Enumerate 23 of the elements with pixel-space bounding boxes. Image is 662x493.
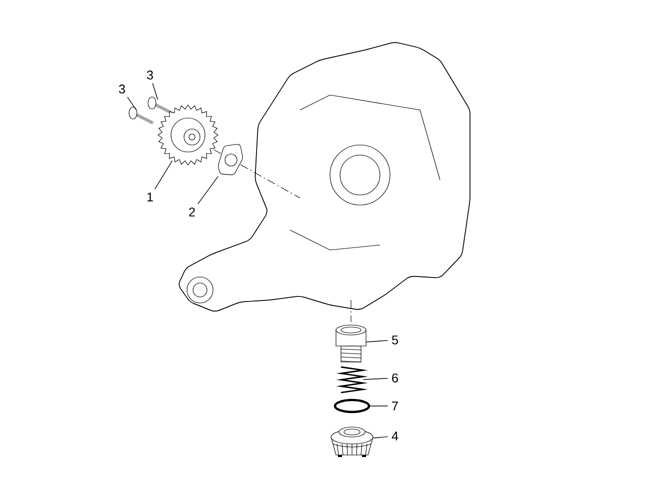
plate-drawing	[218, 144, 243, 176]
ring-drawing	[334, 398, 370, 414]
leader-line	[362, 378, 388, 380]
leader-line	[366, 340, 388, 342]
leader-line	[127, 96, 136, 110]
callout-number: 3	[146, 70, 153, 80]
callout-number: 4	[392, 432, 398, 440]
leader-line	[372, 436, 388, 438]
cap-drawing	[330, 426, 374, 457]
bolt-drawing	[148, 96, 173, 114]
callout-number: 5	[392, 336, 398, 344]
spring-drawing	[336, 366, 368, 394]
leader-line	[197, 176, 218, 204]
callout-number: 7	[392, 402, 398, 410]
callout-number: 1	[147, 192, 153, 202]
callout-number: 2	[189, 208, 195, 216]
callout-number: 3	[118, 84, 125, 94]
callout-number: 6	[392, 374, 398, 382]
plug-drawing	[336, 324, 366, 362]
gear-drawing	[158, 104, 218, 166]
leader-line	[152, 82, 158, 100]
leader-line	[154, 160, 173, 190]
bolt-drawing	[128, 106, 154, 124]
